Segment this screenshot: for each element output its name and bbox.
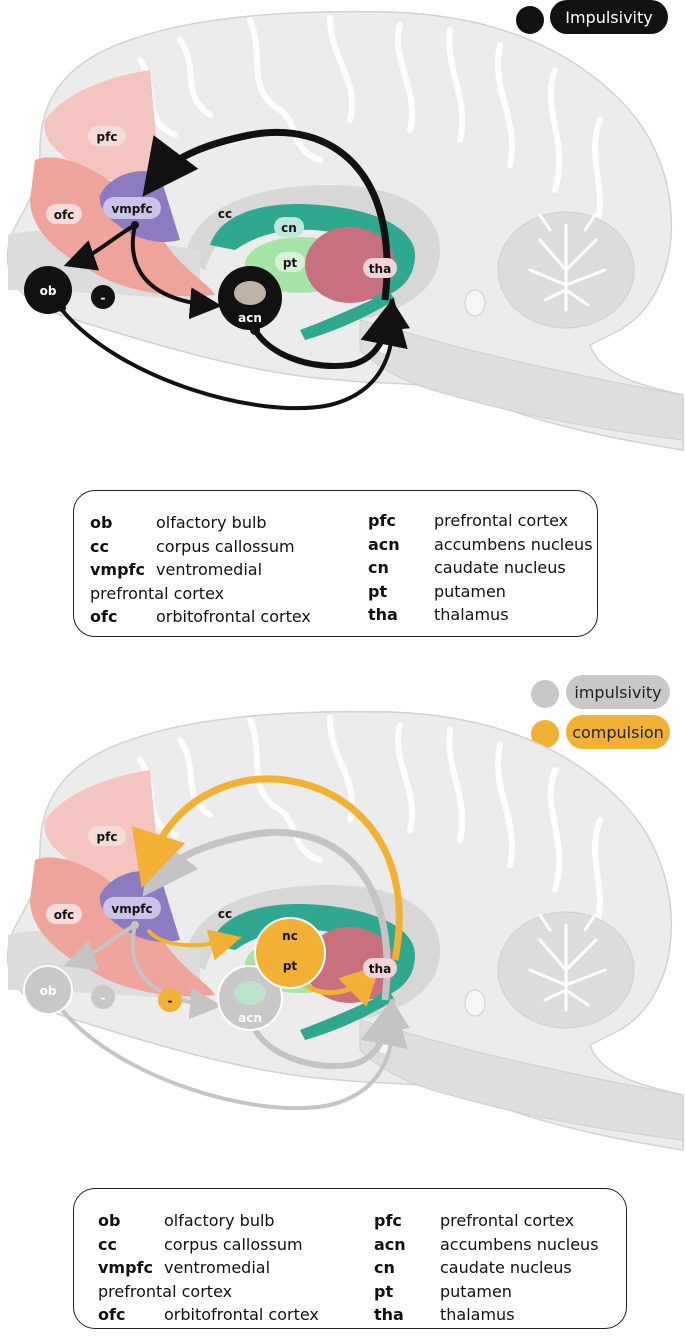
vmpfc-label: vmpfc bbox=[111, 202, 152, 216]
ofc-label: ofc bbox=[54, 208, 75, 222]
acn-label: acn bbox=[238, 311, 262, 325]
key-row: prefrontal cortex bbox=[98, 1281, 233, 1301]
top-brain-diagram: pfc ofc vmpfc cc cn pt tha ob acn - bbox=[6, 10, 684, 451]
nc-label: nc bbox=[282, 929, 298, 943]
impulsivity-legend-dot bbox=[516, 6, 544, 34]
minus-label: - bbox=[101, 291, 106, 305]
minus-node bbox=[91, 285, 115, 309]
brainstem bbox=[359, 1019, 684, 1141]
minus-yellow-node bbox=[158, 988, 182, 1012]
vmpfc-label: vmpfc bbox=[111, 902, 152, 916]
pt-label: pt bbox=[283, 959, 298, 973]
impulsivity-legend-label: Impulsivity bbox=[565, 7, 653, 27]
impulsivity-legend-chip: Impulsivity bbox=[550, 0, 668, 34]
nc-pt-node bbox=[254, 917, 326, 989]
cn-region bbox=[210, 904, 415, 1000]
acn-label: acn bbox=[238, 1011, 262, 1025]
pfc-label: pfc bbox=[97, 130, 118, 144]
cc-label: cc bbox=[218, 907, 232, 921]
top-diagram-panel: Impulsivity bbox=[0, 0, 685, 460]
cn-region bbox=[210, 204, 415, 300]
ob-node bbox=[24, 266, 72, 314]
compulsion-legend-chip: compulsion bbox=[566, 715, 670, 749]
ob-node bbox=[23, 965, 73, 1015]
ob-label: ob bbox=[40, 984, 57, 998]
impulsivity-legend-chip: impulsivity bbox=[566, 675, 670, 709]
ob-label: ob bbox=[40, 284, 57, 298]
pt-label: pt bbox=[283, 256, 298, 270]
minus-gray-label: - bbox=[101, 991, 106, 1005]
cn-label: cn bbox=[281, 221, 297, 235]
cerebellum bbox=[497, 211, 635, 329]
tha-label: tha bbox=[369, 262, 391, 276]
key-row: prefrontal cortex bbox=[90, 583, 225, 603]
tha-region bbox=[305, 227, 395, 303]
pfc-label: pfc bbox=[97, 830, 118, 844]
cerebellum bbox=[497, 911, 635, 1029]
ofc-label: ofc bbox=[54, 908, 75, 922]
impulsivity-legend-dot bbox=[531, 680, 559, 708]
bottom-brain-diagram: pfc ofc vmpfc cc nc pt tha ob acn - - bbox=[6, 710, 684, 1151]
bottom-diagram-panel: impulsivity compulsion bbox=[0, 660, 685, 1151]
cc-label: cc bbox=[218, 207, 232, 221]
minus-yellow-label: - bbox=[168, 994, 173, 1008]
brainstem bbox=[359, 319, 684, 441]
compulsion-legend-label: compulsion bbox=[572, 722, 664, 742]
tha-label: tha bbox=[369, 962, 391, 976]
impulsivity-legend-label: impulsivity bbox=[574, 682, 662, 702]
minus-gray-node bbox=[91, 985, 115, 1009]
